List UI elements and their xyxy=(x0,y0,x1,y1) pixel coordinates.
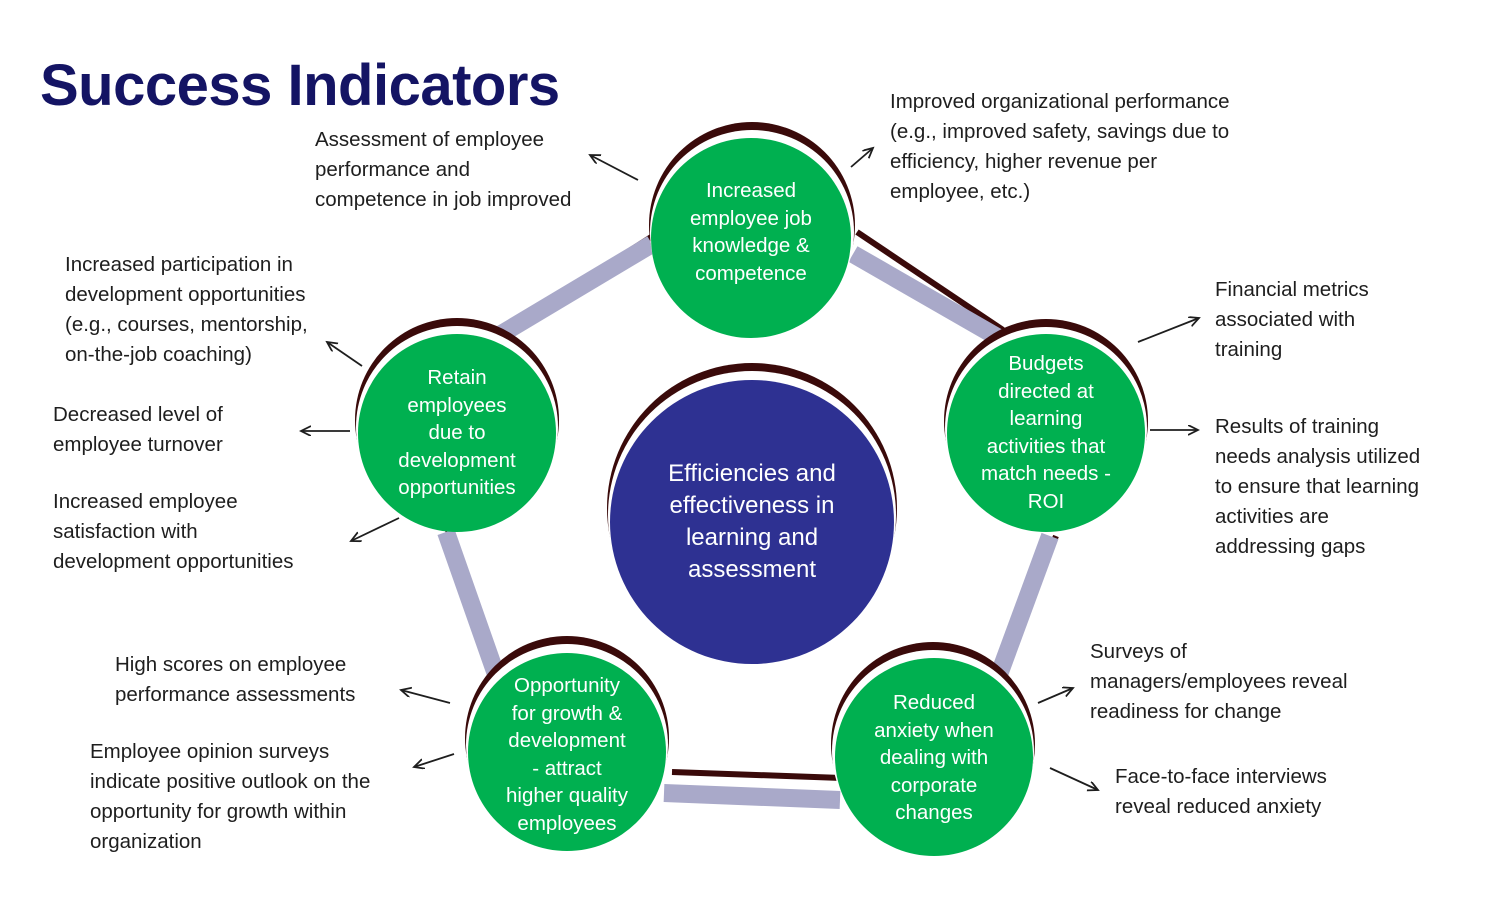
note-satisfaction: Increased employee satisfaction with dev… xyxy=(53,490,294,573)
note-surveys: Surveys of managers/employees reveal rea… xyxy=(1090,640,1348,723)
center-shape xyxy=(607,363,897,664)
node-knowledge-label: Increased employee job knowledge & compe… xyxy=(690,179,812,285)
note-high-scores: High scores on employee performance asse… xyxy=(115,653,356,706)
node-growth-label: Opportunity for growth & development - a… xyxy=(506,674,628,835)
arrow-assessment xyxy=(590,155,639,181)
arrow-high-scores xyxy=(401,690,451,704)
note-tna: Results of training needs analysis utili… xyxy=(1215,415,1421,558)
arrow-financial xyxy=(1137,318,1199,343)
page-title: Success Indicators xyxy=(40,53,560,118)
node-anxiety-shape xyxy=(831,642,1035,856)
note-opinion: Employee opinion surveys indicate positi… xyxy=(90,740,371,853)
note-assessment: Assessment of employee performance and c… xyxy=(315,128,572,211)
ring-segments xyxy=(437,229,1059,809)
note-participation: Increased participation in development o… xyxy=(65,253,308,366)
note-financial: Financial metrics associated with traini… xyxy=(1215,278,1369,361)
arrow-org-performance xyxy=(850,148,873,168)
arrow-interviews xyxy=(1049,767,1098,790)
node-budgets-shape xyxy=(944,319,1148,532)
note-org-performance: Improved organizational performance (e.g… xyxy=(890,90,1230,203)
center-label: Efficiencies and effectiveness in learni… xyxy=(668,460,836,583)
note-interviews: Face-to-face interviews reveal reduced a… xyxy=(1115,765,1327,818)
node-growth-shape xyxy=(465,636,669,851)
node-knowledge-shape xyxy=(649,122,855,338)
note-turnover: Decreased level of employee turnover xyxy=(53,403,223,456)
node-retain-shape xyxy=(355,318,559,532)
arrow-participation xyxy=(327,342,363,367)
arrows xyxy=(301,148,1199,790)
arrow-surveys xyxy=(1037,688,1073,704)
node-budgets-label: Budgets directed at learning activities … xyxy=(981,352,1111,513)
node-retain-label: Retain employees due to development oppo… xyxy=(398,366,516,499)
arrow-opinion xyxy=(414,753,455,767)
node-anxiety-label: Reduced anxiety when dealing with corpor… xyxy=(874,691,994,824)
arrow-satisfaction xyxy=(351,517,400,541)
